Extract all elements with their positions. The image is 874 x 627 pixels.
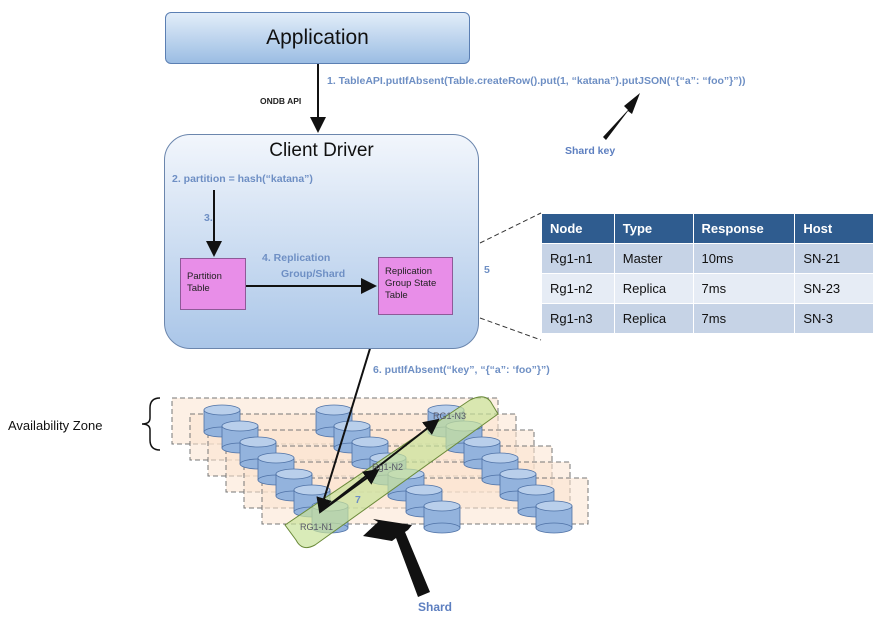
table-row: Rg1-n1 Master 10ms SN-21 (541, 243, 874, 274)
table-header-response: Response (692, 213, 796, 244)
n1-to-n3-arrow (319, 418, 440, 513)
table-row: Rg1-n2 Replica 7ms SN-23 (541, 273, 874, 304)
partition-table-line1: Partition (187, 271, 222, 282)
application-box: Application (165, 12, 470, 64)
rg-state-line1: Replication (385, 266, 432, 277)
shard-band (284, 396, 499, 549)
step3-label: 3. (204, 212, 213, 224)
table-cell: Replica (613, 303, 694, 334)
shard-label: Shard (418, 600, 453, 614)
step4-label-line2: Group/Shard (281, 268, 346, 280)
step5-label: 5 (484, 264, 490, 276)
node-label-n1: RG1-N1 (300, 522, 334, 532)
step7-label: 7 (355, 494, 361, 506)
step4-label-line1: 4. Replication (262, 252, 331, 264)
storage-node-icon (423, 500, 461, 534)
node-label-n2: Rg1-N2 (372, 462, 404, 472)
table-header-row: Node Type Response Host (541, 213, 874, 244)
table-cell: SN-23 (794, 273, 874, 304)
replication-group-state-table: Node Type Response Host Rg1-n1 Master 10… (541, 213, 874, 334)
table-cell: SN-21 (794, 243, 874, 274)
application-label: Application (266, 26, 369, 49)
table-cell: Replica (613, 273, 694, 304)
table-cell: Rg1-n3 (541, 303, 615, 334)
rg-state-line3: Table (385, 290, 408, 301)
rg-state-table-box: Replication Group State Table (378, 257, 453, 315)
availability-zone-brace (141, 397, 161, 451)
rg-state-line2: Group State (385, 278, 437, 289)
step2-label: 2. partition = hash(“katana”) (172, 173, 313, 185)
step6-label: 6. putIfAbsent(“key”, “{“a”: ‘foo”}”) (373, 364, 550, 376)
table-row: Rg1-n3 Replica 7ms SN-3 (541, 303, 874, 334)
shard-key-arrow-icon (603, 93, 640, 140)
ondb-api-label: ONDB API (260, 96, 302, 106)
storage-node-icon (535, 500, 573, 534)
table-cell: 10ms (692, 243, 796, 274)
shard-arrow-icon (363, 519, 430, 597)
table-cell: Rg1-n2 (541, 273, 615, 304)
table-cell: 7ms (692, 303, 796, 334)
shard-key-label: Shard key (565, 145, 616, 157)
table-connector-top (479, 212, 542, 244)
table-cell: Master (613, 243, 694, 274)
table-header-host: Host (794, 213, 874, 244)
step1-label: 1. TableAPI.putIfAbsent(Table.createRow(… (327, 75, 746, 87)
client-driver-title: Client Driver (269, 140, 374, 161)
availability-zone-label: Availability Zone (8, 418, 103, 433)
table-connector-bottom (479, 317, 542, 341)
table-cell: Rg1-n1 (541, 243, 615, 274)
partition-table-line2: Table (187, 283, 210, 294)
table-cell: 7ms (692, 273, 796, 304)
node-label-n3: RG1-N3 (433, 411, 467, 421)
table-cell: SN-3 (794, 303, 874, 334)
partition-table-box: Partition Table (180, 258, 246, 310)
